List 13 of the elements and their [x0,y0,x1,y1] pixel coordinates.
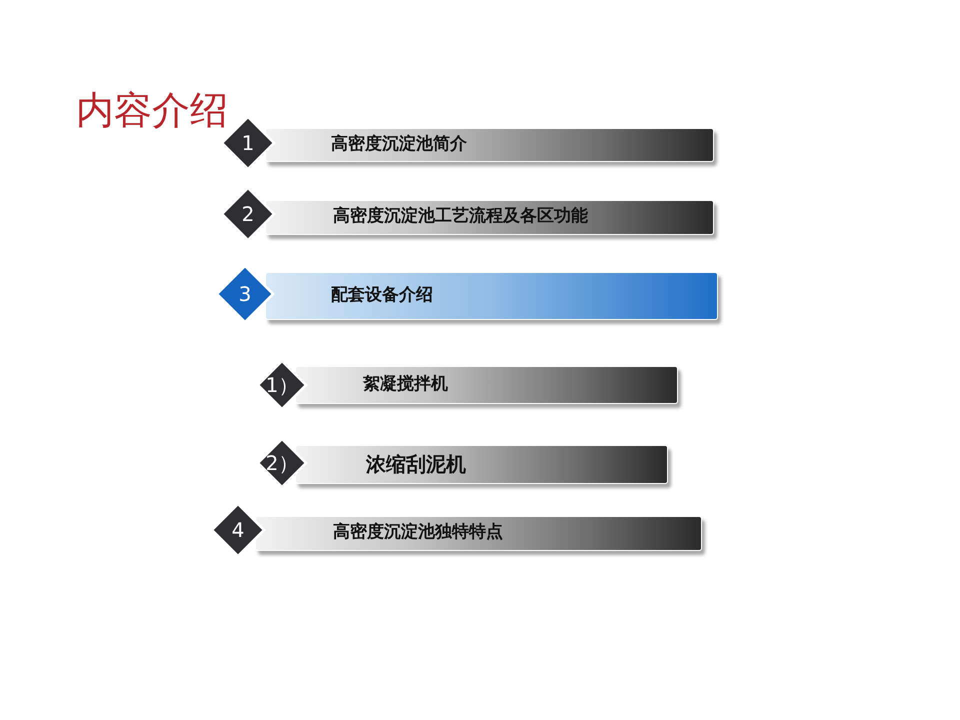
item-number: 3 [238,284,252,304]
item-number: 1） [266,375,298,395]
item-title: 高密度沉淀池简介 [331,134,467,154]
item-title: 配套设备介绍 [331,284,433,306]
item-title: 高密度沉淀池独特特点 [333,522,503,543]
slide-title: 内容介绍 [76,88,228,134]
item-number: 4 [232,520,244,540]
item-title: 浓缩刮泥机 [366,452,466,476]
item-number: 2） [266,453,298,473]
item-number: 2 [242,204,254,224]
item-title: 高密度沉淀池工艺流程及各区功能 [333,206,588,227]
item-title: 絮凝搅拌机 [363,374,448,394]
item-number: 1 [242,133,254,153]
